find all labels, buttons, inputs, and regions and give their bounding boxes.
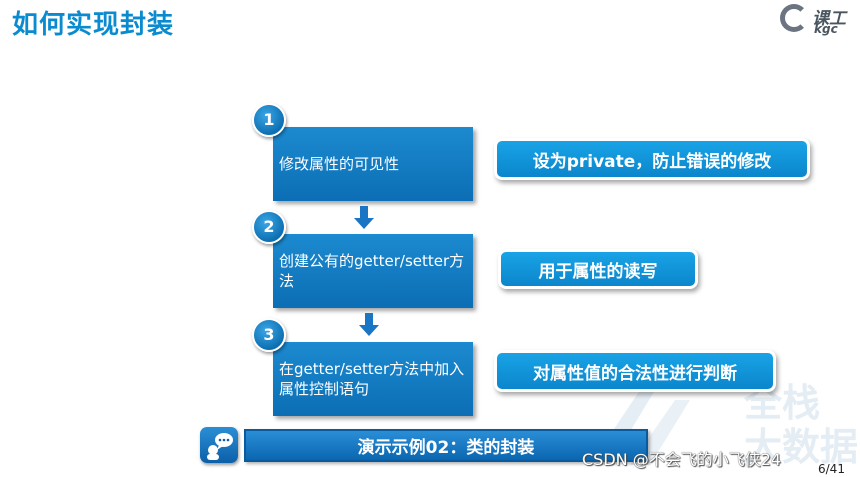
step-2-text: 创建公有的getter/setter方法 — [279, 251, 465, 290]
step-1-number-badge: 1 — [252, 103, 286, 137]
step-3-label-text: 对属性值的合法性进行判断 — [497, 353, 773, 389]
step-1-text: 修改属性的可见性 — [279, 154, 400, 173]
step-1-box: 修改属性的可见性 — [273, 127, 473, 201]
watermark-text-2: 大数据 — [744, 425, 859, 469]
step-1-label-text: 设为private，防止错误的修改 — [497, 141, 807, 177]
step-3-text: 在getter/setter方法中加入属性控制语句 — [279, 359, 465, 398]
step-3-number-badge: 3 — [252, 318, 286, 352]
step-3-box: 在getter/setter方法中加入属性控制语句 — [273, 342, 473, 416]
step-2-label: 用于属性的读写 — [498, 249, 698, 289]
logo-text-secondary: kgc — [814, 22, 838, 36]
logo-text-primary: 课工 — [812, 9, 846, 29]
demo-icon-button[interactable] — [200, 427, 238, 463]
csdn-credit: CSDN @不会飞的小飞侠24 — [582, 450, 782, 469]
step-1-label: 设为private，防止错误的修改 — [494, 138, 810, 180]
kgc-logo: 课工 kgc — [778, 2, 858, 40]
demo-link-button[interactable]: 演示示例02：类的封装 — [244, 429, 648, 462]
step-2-number-badge: 2 — [252, 210, 286, 244]
step-2-label-text: 用于属性的读写 — [501, 252, 695, 286]
page-title: 如何实现封装 — [12, 10, 175, 40]
step-3-label: 对属性值的合法性进行判断 — [494, 350, 776, 392]
chat-bubble-icon — [207, 433, 233, 460]
step-2-box: 创建公有的getter/setter方法 — [273, 234, 473, 308]
page-number: 6/41 — [818, 462, 845, 476]
kgc-c-logo-icon — [780, 4, 808, 32]
